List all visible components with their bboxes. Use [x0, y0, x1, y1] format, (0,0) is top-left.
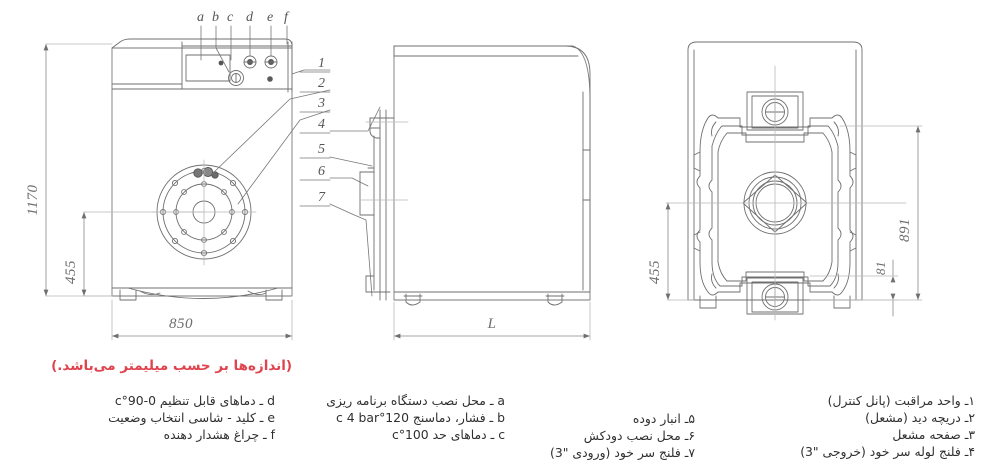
callout-number-6: 6: [318, 164, 325, 179]
dim-rear-axis-height: 455: [647, 260, 663, 284]
legend-item-5: ۵ـ انبار دوده: [632, 411, 695, 426]
legend-column-numbered-2: ۵ـ انبار دوده ۶ـ محل نصب دودکش ۷ـ فلنج س…: [460, 410, 695, 461]
technical-drawing-svg: [43, 25, 923, 341]
side-view-geometry: [359, 45, 591, 306]
callout-number-2: 2: [318, 76, 325, 91]
panel-letter-a: a: [197, 10, 204, 25]
legend-block: (اندازه‌ها بر حسب میلیمتر می‌باشد.) ۱ـ و…: [0, 352, 981, 472]
legend-item-f: f ـ چراغ هشدار دهنده: [163, 427, 275, 442]
dim-rear-foot-height: 81: [873, 261, 888, 275]
front-view-geometry: [111, 38, 293, 301]
panel-letter-c: c: [227, 10, 234, 25]
callout-number-7: 7: [318, 190, 325, 205]
legend-item-b: b ـ فشار، دماسنج 120°c 4 bar: [335, 410, 505, 425]
panel-letter-leaders: [200, 25, 288, 73]
legend-item-7: ۷ـ فلنج سر خود (ورودی "3): [550, 445, 695, 460]
legend-item-d: d ـ دماهای قابل تنظیم 0-90°c: [114, 393, 275, 408]
legend-item-e: e ـ کلید - شاسی انتخاب وضعیت: [108, 410, 275, 425]
rear-dimension-lines: [665, 125, 923, 317]
callout-number-5: 5: [318, 142, 325, 157]
legend-item-4: ۴ـ فلنج لوله سر خود (خروجی "3): [800, 444, 975, 459]
dim-front-width: 850: [169, 316, 193, 332]
side-dimension-lines: [393, 301, 591, 341]
legend-column-lettered-1: a ـ محل نصب دستگاه برنامه ریزی b ـ فشار،…: [250, 392, 505, 443]
legend-item-3: ۳ـ صفحه مشعل: [892, 427, 975, 442]
dim-rear-body-height: 891: [897, 218, 913, 242]
panel-letter-e: e: [267, 10, 274, 25]
callout-number-1: 1: [318, 56, 325, 71]
legend-item-1: ۱ـ واحد مراقبت (پانل کنترل): [827, 393, 975, 408]
legend-column-numbered-1: ۱ـ واحد مراقبت (پانل کنترل) ۲ـ دریچه دید…: [690, 392, 975, 460]
legend-item-6: ۶ـ محل نصب دودکش: [583, 428, 695, 443]
units-note: (اندازه‌ها بر حسب میلیمتر می‌باشد.): [51, 358, 292, 374]
legend-item-a: a ـ محل نصب دستگاه برنامه ریزی: [326, 393, 505, 408]
callout-number-3: 3: [318, 96, 325, 111]
legend-item-2: ۲ـ دریچه دید (مشعل): [865, 410, 975, 425]
dim-side-depth: L: [487, 316, 497, 332]
panel-letter-d: d: [246, 10, 253, 25]
callout-leaders: [211, 69, 381, 297]
panel-letter-f: f: [284, 10, 288, 25]
front-dimension-lines: [43, 43, 293, 341]
legend-item-c: c ـ دماهای حد 100°c: [392, 427, 505, 442]
dim-front-height: 1170: [25, 184, 41, 216]
legend-column-lettered-2: d ـ دماهای قابل تنظیم 0-90°c e ـ کلید - …: [25, 392, 275, 443]
dim-front-axis-height: 455: [63, 260, 79, 284]
callout-number-4: 4: [318, 117, 325, 132]
panel-letter-b: b: [212, 10, 219, 25]
